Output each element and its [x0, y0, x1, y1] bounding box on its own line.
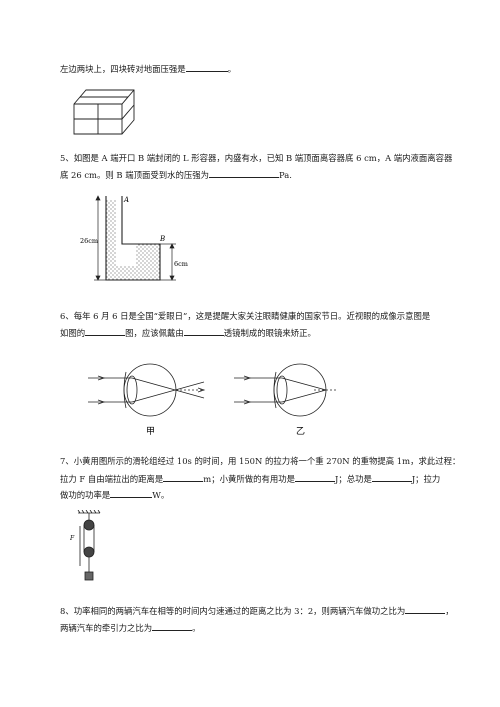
- q7-blank-4: [110, 488, 153, 498]
- label-jia: 甲: [146, 426, 155, 437]
- q7-text-2d: J；拉力: [411, 474, 441, 484]
- label-F: F: [70, 535, 75, 542]
- q6-text-2c: 透镜制成的眼镜来矫正。: [223, 328, 316, 338]
- q7-line1: 7、小黄用图所示的滑轮组经过 10s 的时间，用 150N 的拉力将一个重 27…: [60, 455, 480, 467]
- eye-jia: [88, 363, 206, 417]
- label-B: B: [159, 235, 165, 243]
- q4-text: 左边两块上，四块砖对地面压强是: [60, 64, 186, 74]
- pulley-figure: F: [70, 510, 101, 581]
- q6-blank-2: [183, 326, 224, 336]
- q8-text-1a: 8、功率相同的两辆汽车在相等的时间内匀速通过的距离之比为 3：2，则两辆汽车做功…: [60, 606, 406, 616]
- q7-text-2c: J；总功是: [334, 474, 372, 484]
- q6-line2: 如图的 图，应该佩戴由 透镜制成的眼镜来矫正。: [60, 326, 480, 339]
- label-yi: 乙: [296, 426, 305, 437]
- bricks-figure: [73, 89, 135, 135]
- q7-text-2a: 拉力 F 自由端拉出的距离是: [60, 474, 164, 484]
- q4-end: 。: [227, 64, 236, 74]
- q8-blank-1: [405, 604, 446, 614]
- q5-blank: [208, 168, 279, 178]
- q5-line1: 5、如图是 A 端开口 B 端封闭的 L 形容器，内盛有水，已知 B 端顶面离容…: [60, 152, 480, 164]
- water-fill: [106, 200, 160, 280]
- q6-text-1: 6、每年 6 月 6 日是全国“爱眼日”，这是提醒大家关注眼睛健康的国家节日。近…: [60, 311, 431, 321]
- q8-line1: 8、功率相同的两辆汽车在相等的时间内匀速通过的距离之比为 3：2，则两辆汽车做功…: [60, 604, 480, 617]
- q8-text-2b: 。: [192, 623, 201, 633]
- q5-text-1: 5、如图是 A 端开口 B 端封闭的 L 形容器，内盛有水，已知 B 端顶面离容…: [60, 153, 453, 163]
- q4-line: 左边两块上，四块砖对地面压强是 。: [60, 62, 480, 75]
- q6-line1: 6、每年 6 月 6 日是全国“爱眼日”，这是提醒大家关注眼睛健康的国家节日。近…: [60, 310, 480, 322]
- q8-blank-2: [152, 621, 193, 631]
- q4-blank: [185, 62, 228, 72]
- q7-line2: 拉力 F 自由端拉出的距离是 m；小黄所做的有用功是 J；总功是 J；拉力: [60, 472, 480, 485]
- q7-blank-1: [163, 472, 204, 482]
- eye-yi: [234, 363, 338, 417]
- q6-blank-1: [85, 326, 126, 336]
- q5-text-2b: Pa.: [278, 170, 292, 180]
- q5-line2: 底 26 cm。则 B 端顶面受到水的压强为 Pa.: [60, 168, 480, 181]
- q8-line2: 两辆汽车的牵引力之比为 。: [60, 621, 480, 634]
- q6-text-2b: 图，应该佩戴由: [125, 328, 184, 338]
- q7-text-2b: m；小黄所做的有用功是: [203, 474, 295, 484]
- q8-text-2a: 两辆汽车的牵引力之比为: [60, 623, 153, 633]
- label-6cm: 6cm: [174, 260, 188, 268]
- label-26cm: 26cm: [80, 237, 98, 245]
- q5-text-2a: 底 26 cm。则 B 端顶面受到水的压强为: [60, 170, 209, 180]
- q7-text-1: 7、小黄用图所示的滑轮组经过 10s 的时间，用 150N 的拉力将一个重 27…: [60, 456, 461, 466]
- label-A: A: [123, 196, 129, 204]
- q7-text-3a: 做功的功率是: [60, 490, 111, 500]
- eye-diagrams-figure: 甲 乙: [88, 363, 338, 437]
- q7-blank-2: [294, 472, 335, 482]
- l-container-figure: A B 26cm 6cm: [80, 195, 188, 281]
- q7-line3: 做功的功率是 W。: [60, 488, 480, 501]
- q7-blank-3: [371, 472, 412, 482]
- q6-text-2a: 如图的: [60, 328, 86, 338]
- q7-text-3b: W。: [152, 490, 170, 500]
- q8-text-1b: ，: [445, 606, 454, 616]
